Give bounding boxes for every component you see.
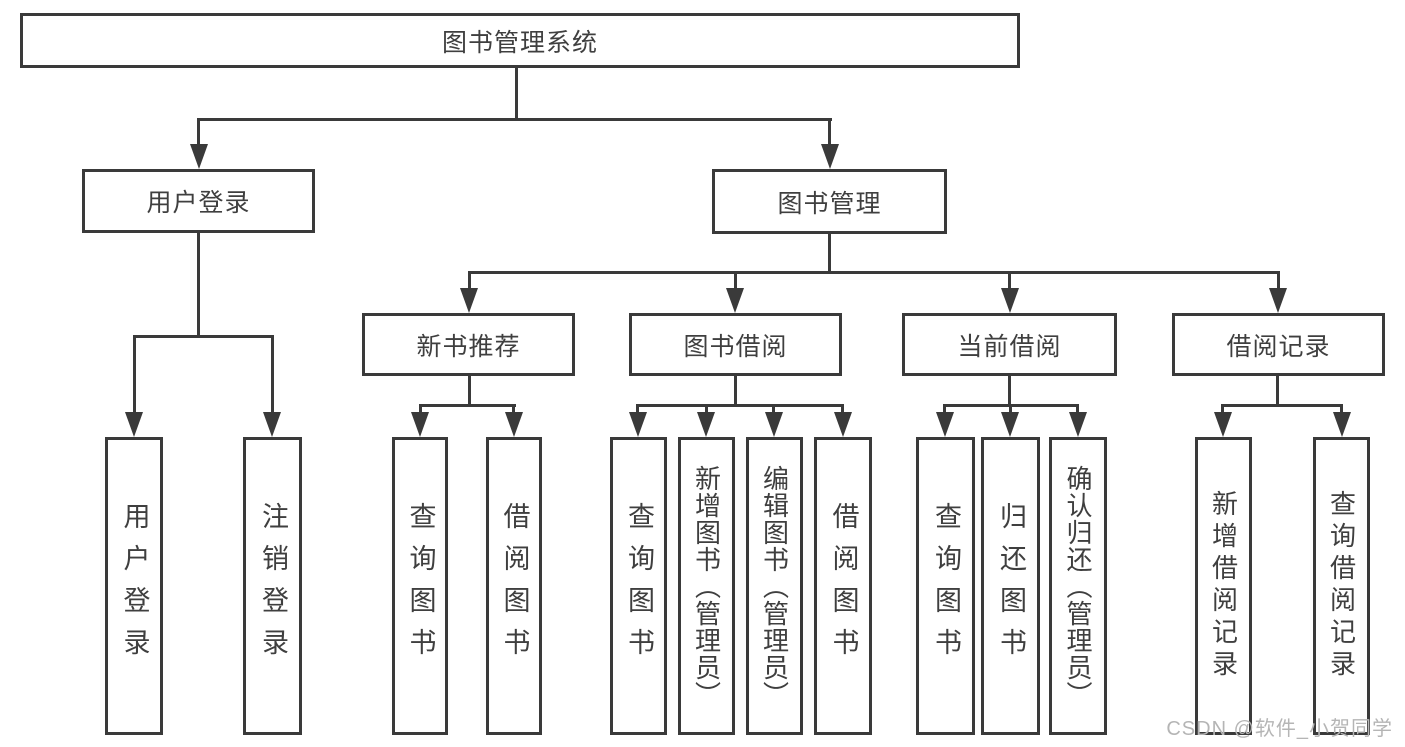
connector-line [1277,271,1280,290]
connector-line [271,335,274,414]
connector-line [133,335,136,414]
node-label: 新书推荐 [416,332,521,361]
leaf-logout: 注销登录 [243,437,302,735]
node-label: 新增图书（管理员） [691,464,722,708]
node-label: 确认归还（管理员） [1063,464,1093,708]
node-label: 借阅记录 [1226,332,1331,361]
node-user-login: 用户登录 [82,169,315,233]
connector-line [468,271,1280,274]
node-label: 图书借阅 [683,332,788,361]
connector-line [197,118,832,121]
connector-line [1276,376,1279,407]
node-label: 查询借阅记录 [1326,490,1357,682]
leaf-query-borrow-record: 查询借阅记录 [1313,437,1370,735]
node-label: 查询图书 [405,502,436,670]
connector-line [734,376,737,407]
connector-line [1008,271,1011,290]
connector-line [197,118,200,146]
node-label: 当前借阅 [957,332,1062,361]
leaf-add-borrow-record: 新增借阅记录 [1195,437,1252,735]
node-label: 编辑图书（管理员） [759,464,790,708]
connector-arrow [1001,412,1019,437]
connector-arrow [190,144,208,169]
node-label: 借阅图书 [499,502,530,670]
connector-line [1221,404,1224,414]
leaf-add-books-admin: 新增图书（管理员） [678,437,735,735]
node-label: 查询图书 [624,502,654,670]
connector-line [636,404,844,407]
node-book-borrowing: 图书借阅 [629,313,842,376]
connector-line [636,404,639,414]
leaf-confirm-return-admin: 确认归还（管理员） [1049,437,1107,735]
connector-line [468,376,471,407]
node-label: 新增借阅记录 [1208,490,1239,682]
connector-line [841,404,844,414]
connector-line [512,404,515,414]
leaf-query-books-2: 查询图书 [610,437,667,735]
connector-arrow [1269,288,1287,313]
connector-line [1009,404,1012,414]
connector-arrow [460,288,478,313]
connector-arrow [1001,288,1019,313]
connector-line [828,118,831,146]
connector-line [468,271,471,290]
connector-arrow [411,412,429,437]
connector-arrow [263,412,281,437]
connector-line [1008,376,1011,407]
leaf-user-login: 用户登录 [105,437,163,735]
connector-line [828,234,831,274]
connector-line [515,68,518,121]
connector-line [133,335,274,338]
node-borrowing-records: 借阅记录 [1172,313,1385,376]
node-label: 用户登录 [146,189,251,217]
node-label: 借阅图书 [828,502,859,670]
connector-line [705,404,708,414]
node-current-borrowing: 当前借阅 [902,313,1117,376]
connector-arrow [125,412,143,437]
leaf-query-books-1: 查询图书 [392,437,448,735]
connector-arrow [834,412,852,437]
node-book-management: 图书管理 [712,169,947,234]
leaf-edit-books-admin: 编辑图书（管理员） [746,437,803,735]
connector-line [1340,404,1343,414]
connector-arrow [1333,412,1351,437]
connector-line [1221,404,1343,407]
connector-line [1076,404,1079,414]
node-book-management-system: 图书管理系统 [20,13,1020,68]
connector-line [734,271,737,290]
node-label: 用户登录 [119,502,150,670]
leaf-borrow-books-1: 借阅图书 [486,437,542,735]
node-label: 归还图书 [996,502,1026,670]
node-label: 注销登录 [258,502,288,670]
connector-line [772,404,775,414]
connector-arrow [765,412,783,437]
node-new-book-recommendation: 新书推荐 [362,313,575,376]
connector-line [419,404,516,407]
leaf-return-books: 归还图书 [981,437,1040,735]
connector-arrow [936,412,954,437]
leaf-borrow-books-2: 借阅图书 [814,437,872,735]
connector-arrow [821,144,839,169]
leaf-query-books-3: 查询图书 [916,437,975,735]
connector-arrow [505,412,523,437]
connector-arrow [629,412,647,437]
node-label: 查询图书 [931,502,961,670]
watermark: CSDN @软件_小贺同学 [1166,718,1393,740]
connector-arrow [1214,412,1232,437]
connector-line [419,404,422,414]
node-label: 图书管理系统 [441,28,598,57]
connector-arrow [1069,412,1087,437]
connector-line [197,233,200,338]
connector-line [943,404,946,414]
connector-arrow [697,412,715,437]
connector-arrow [726,288,744,313]
node-label: 图书管理 [777,189,882,218]
